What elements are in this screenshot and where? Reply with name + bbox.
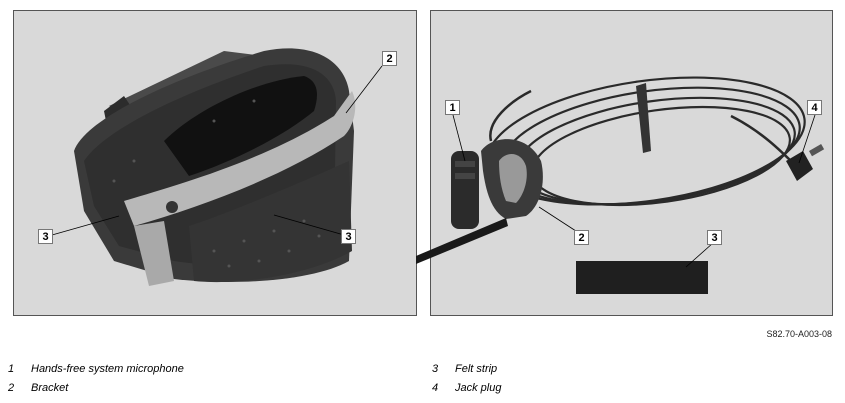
figure-reference-code: S82.70-A003-08: [766, 329, 832, 339]
callout-jack-plug: 4: [807, 100, 822, 115]
legend-number: 3: [432, 363, 439, 375]
legend-label: Jack plug: [455, 382, 502, 394]
legend-number: 1: [8, 363, 15, 375]
microphone-kit-illustration: [451, 76, 825, 294]
callout-felt-left-b: 3: [341, 229, 356, 244]
bracket-closeup-illustration: [51, 48, 383, 286]
legend-label: Hands-free system microphone: [31, 363, 184, 375]
callout-microphone: 1: [445, 100, 460, 115]
callout-felt-left-a: 3: [38, 229, 53, 244]
legend-label: Bracket: [31, 382, 69, 394]
bracket-closeup-figure: 2 3 3: [13, 10, 417, 316]
legend-number: 2: [8, 382, 15, 394]
legend-number: 4: [432, 382, 439, 394]
legend-label: Felt strip: [455, 363, 498, 375]
callout-felt-right: 3: [707, 230, 722, 245]
microphone-kit-figure: 1 2 3 4: [430, 10, 833, 316]
callout-bracket-right: 2: [574, 230, 589, 245]
callout-bracket-left: 2: [382, 51, 397, 66]
